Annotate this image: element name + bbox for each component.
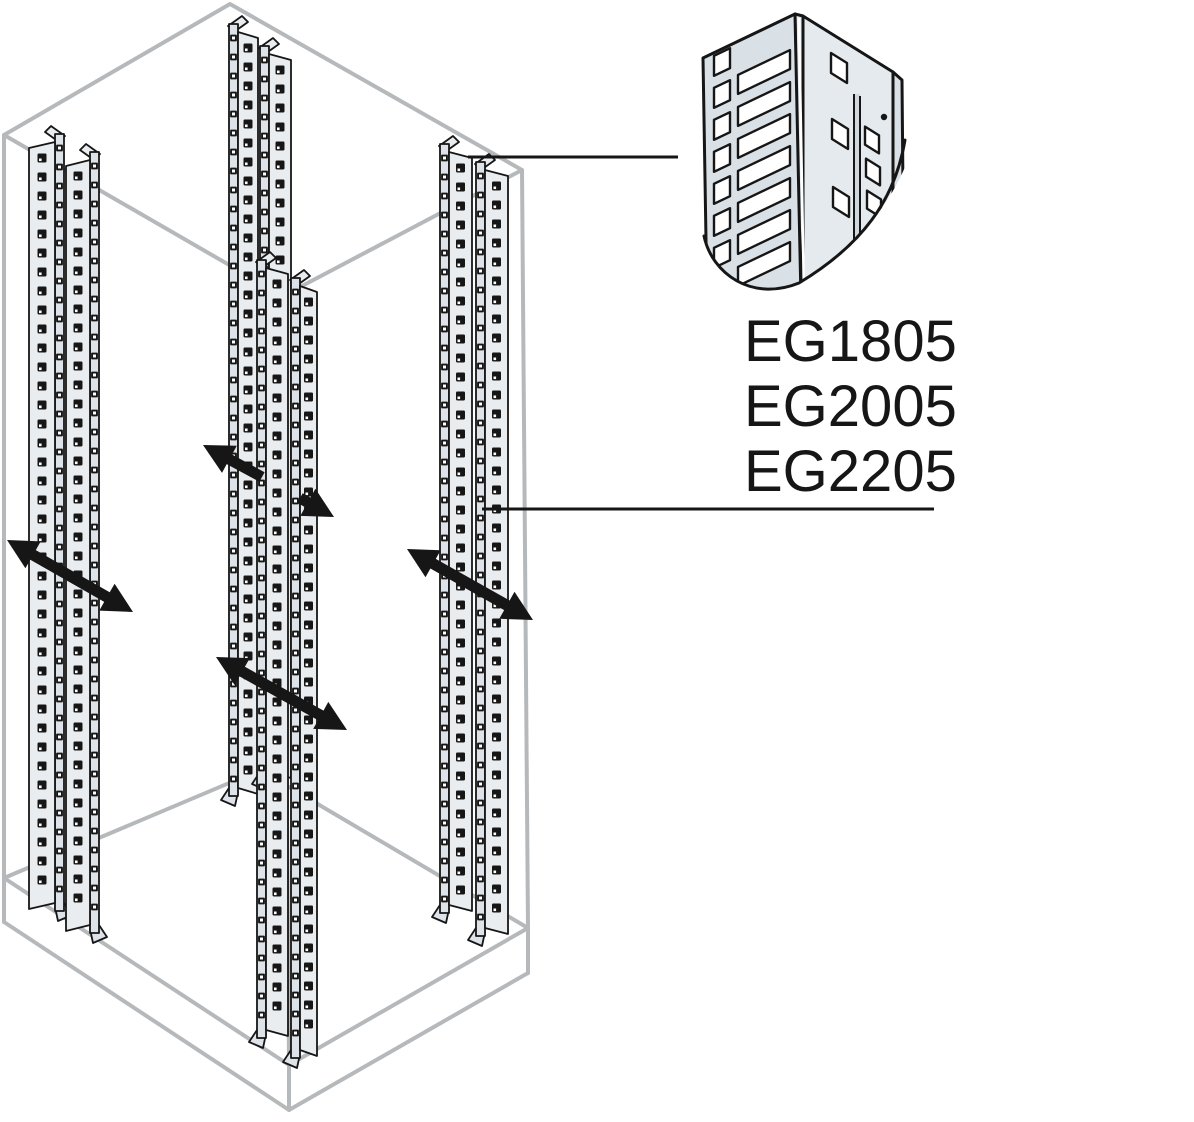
double-arrow-right-upright	[407, 549, 533, 620]
leader-lines	[468, 155, 934, 511]
upright-rail-left-b	[65, 143, 108, 944]
double-arrow-left-upright	[7, 540, 133, 612]
upright-rail-front-b	[282, 269, 318, 1069]
upright-rail-left-a	[28, 125, 73, 922]
product-code-list: EG1805 EG2005 EG2205	[744, 309, 957, 504]
detail-cut-arc	[702, 138, 907, 291]
rack-uprights	[28, 15, 509, 1069]
upright-rail-right-a	[431, 135, 473, 924]
direction-arrows	[7, 445, 533, 730]
double-arrow-back-upright-right-head	[297, 488, 334, 517]
detail-callout	[701, 12, 906, 290]
product-code: EG2005	[744, 374, 957, 439]
double-arrow-back-upright-left-head	[203, 445, 265, 482]
detail-cut-edge	[702, 138, 907, 291]
upright-rail-right-b	[467, 153, 509, 947]
upright-rail-back-left	[220, 15, 259, 807]
upright-rail-front-a	[248, 251, 289, 1049]
double-arrow-front-upright	[216, 657, 347, 730]
product-code: EG2205	[744, 439, 957, 504]
product-code: EG1805	[744, 309, 957, 374]
